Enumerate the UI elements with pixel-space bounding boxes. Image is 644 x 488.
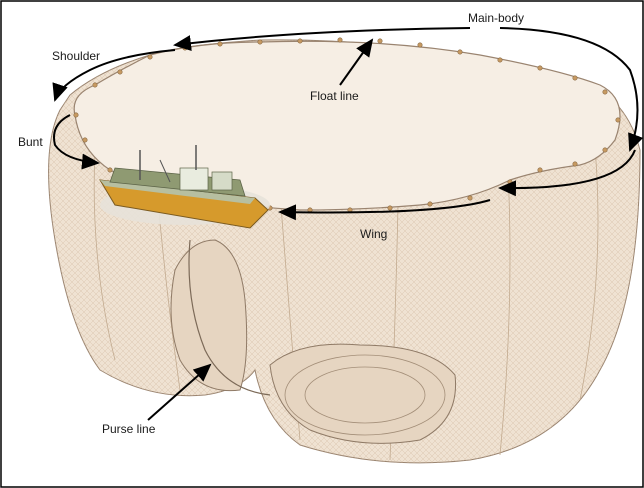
label-main-body: Main-body <box>468 11 524 25</box>
label-bunt: Bunt <box>18 135 43 149</box>
label-shoulder: Shoulder <box>52 49 100 63</box>
label-wing: Wing <box>360 227 387 241</box>
label-float-line: Float line <box>310 89 359 103</box>
label-purse-line: Purse line <box>102 422 156 436</box>
net-body <box>49 40 640 463</box>
